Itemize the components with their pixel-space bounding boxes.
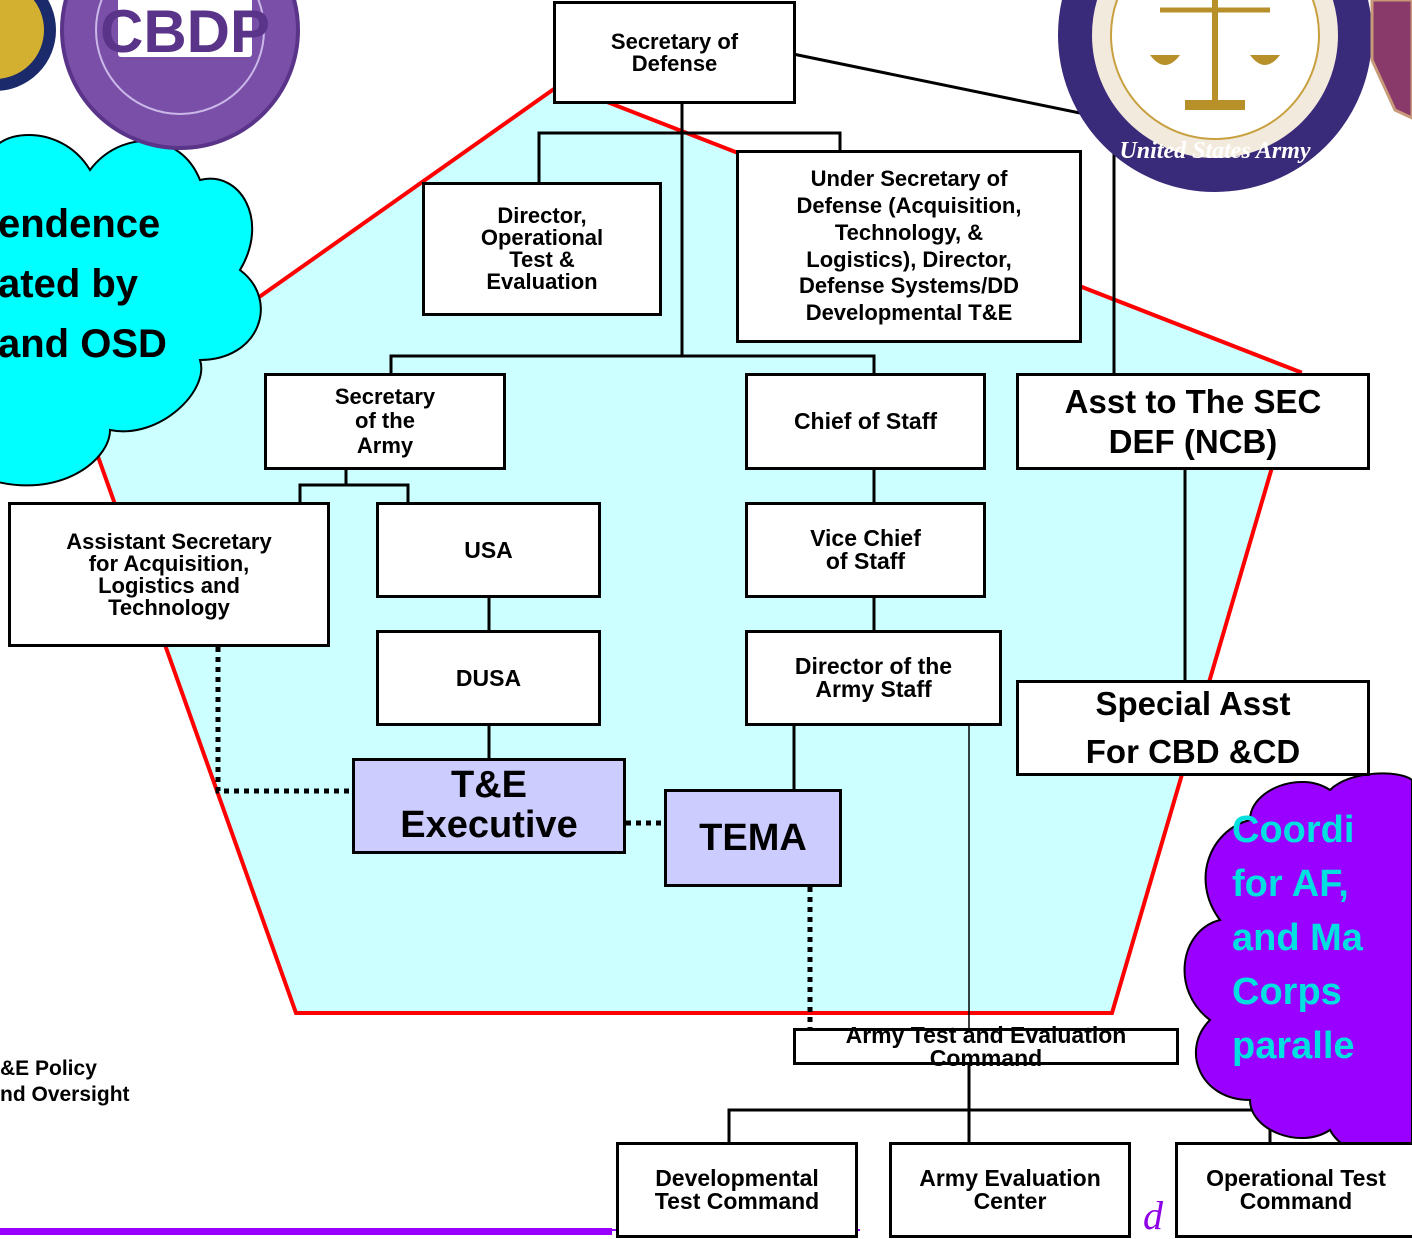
node-te-executive: T&E Executive bbox=[352, 758, 626, 854]
node-asa-alt: Assistant Secretary for Acquisition, Log… bbox=[8, 502, 330, 647]
node-secretary-of-defense: Secretary of Defense bbox=[553, 1, 796, 104]
svg-text:CBDP: CBDP bbox=[100, 0, 270, 65]
node-director-ote: Director, Operational Test & Evaluation bbox=[422, 182, 662, 316]
cloud-left-text: endence ated by and OSD bbox=[0, 202, 167, 366]
footer-script-text: d bbox=[1143, 1193, 1163, 1238]
node-atec: Army Test and Evaluation Command bbox=[793, 1023, 1179, 1069]
node-chief-of-staff: Chief of Staff bbox=[745, 373, 986, 470]
cloud-left bbox=[0, 134, 262, 487]
node-developmental-test-command: Developmental Test Command bbox=[616, 1142, 858, 1238]
node-tema: TEMA bbox=[664, 789, 842, 887]
purple-agency-logo bbox=[1370, 0, 1412, 120]
cloud-right bbox=[1183, 772, 1412, 1160]
cbdp-logo: CBDP bbox=[60, 0, 300, 150]
node-director-army-staff: Director of the Army Staff bbox=[745, 630, 1002, 726]
node-vice-chief-of-staff: Vice Chief of Staff bbox=[745, 502, 986, 598]
test-agency-scales-logo: United States Army bbox=[1058, 0, 1372, 192]
node-army-evaluation-center: Army Evaluation Center bbox=[889, 1142, 1131, 1238]
army-seal-logo bbox=[0, 0, 56, 91]
legend-text: &E Policy nd Oversight bbox=[0, 1057, 130, 1107]
footer-bar bbox=[0, 1228, 612, 1235]
cloud-right-text: Coordi for AF, and Ma Corps paralle bbox=[1232, 809, 1363, 1067]
node-operational-test-command: Operational Test Command bbox=[1175, 1142, 1412, 1238]
node-asst-to-secdef-ncb: Asst to The SEC DEF (NCB) bbox=[1016, 373, 1370, 470]
svg-text:United States Army: United States Army bbox=[1119, 138, 1310, 164]
node-secretary-of-army: Secretary of the Army bbox=[264, 373, 506, 470]
node-dusa: DUSA bbox=[376, 630, 601, 726]
coordination-dotted-lines bbox=[215, 647, 813, 1028]
node-usa: USA bbox=[376, 502, 601, 598]
node-special-asst-cbd: Special Asst For CBD &CD bbox=[1016, 680, 1370, 776]
node-under-secretary-atl: Under Secretary of Defense (Acquisition,… bbox=[736, 150, 1082, 343]
